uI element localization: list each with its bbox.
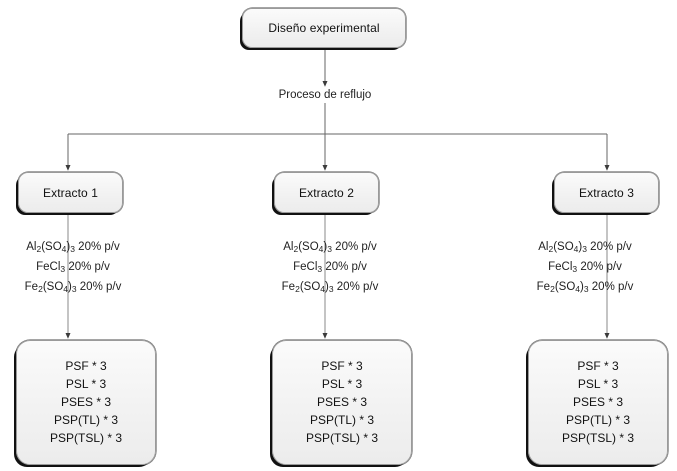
result-item: PSP(TL) * 3 (53, 413, 119, 427)
node-label: Extracto 3 (578, 185, 635, 200)
result-item: PSF * 3 (65, 359, 107, 373)
node-label: Extracto 2 (298, 185, 355, 200)
result-item: PSP(TSL) * 3 (305, 431, 379, 445)
reagent-item: Al2(SO4)3 20% p/v (283, 241, 377, 254)
result-list: PSF * 3 PSL * 3 PSES * 3 PSP(TL) * 3 PSP(TSL… (562, 358, 634, 447)
node-label: Extracto 1 (42, 185, 99, 200)
result-item: PSP(TSL) * 3 (561, 431, 635, 445)
result-item: PSES * 3 (316, 395, 368, 409)
node-results-3[interactable]: PSF * 3 PSL * 3 PSES * 3 PSP(TL) * 3 PSP(TSL… (528, 340, 668, 465)
node-label: Diseño experimental (268, 21, 380, 35)
reagent-item: Fe2(SO4)3 20% p/v (24, 280, 122, 294)
reagent-item: Fe2(SO4)3 20% p/v (536, 280, 634, 294)
result-item: PSF * 3 (321, 359, 363, 373)
reagent-item: Al2(SO4)3 20% p/v (538, 241, 632, 254)
reagent-item: Fe2(SO4)3 20% p/v (281, 280, 379, 294)
reagent-item: FeCl3 20% p/v (548, 260, 622, 274)
result-item: PSF * 3 (577, 359, 619, 373)
node-results-1[interactable]: PSF * 3 PSL * 3 PSES * 3 PSP(TL) * 3 PSP(TSL… (16, 340, 156, 465)
node-results-2[interactable]: PSF * 3 PSL * 3 PSES * 3 PSP(TL) * 3 PSP(TSL… (272, 340, 412, 465)
result-list: PSF * 3 PSL * 3 PSES * 3 PSP(TL) * 3 PSP(TSL… (50, 358, 122, 447)
reagent-item: Al2(SO4)3 20% p/v (26, 241, 120, 254)
reagent-item: FeCl3 20% p/v (36, 260, 110, 274)
result-item: PSL * 3 (321, 377, 363, 391)
edge-label-proceso-de-reflujo: Proceso de reflujo (278, 89, 372, 101)
reagent-item: FeCl3 20% p/v (293, 260, 367, 274)
result-item: PSES * 3 (572, 395, 624, 409)
node-extracto-1[interactable]: Extracto 1 (18, 172, 123, 213)
node-diseno-experimental[interactable]: Diseño experimental (242, 8, 406, 48)
result-item: PSES * 3 (60, 395, 112, 409)
result-item: PSL * 3 (577, 377, 619, 391)
result-item: PSP(TL) * 3 (565, 413, 631, 427)
node-extracto-2[interactable]: Extracto 2 (274, 172, 379, 213)
node-extracto-3[interactable]: Extracto 3 (554, 172, 659, 213)
result-item: PSP(TSL) * 3 (49, 431, 123, 445)
result-item: PSP(TL) * 3 (309, 413, 375, 427)
result-list: PSF * 3 PSL * 3 PSES * 3 PSP(TL) * 3 PSP(TSL… (306, 358, 378, 447)
result-item: PSL * 3 (65, 377, 107, 391)
